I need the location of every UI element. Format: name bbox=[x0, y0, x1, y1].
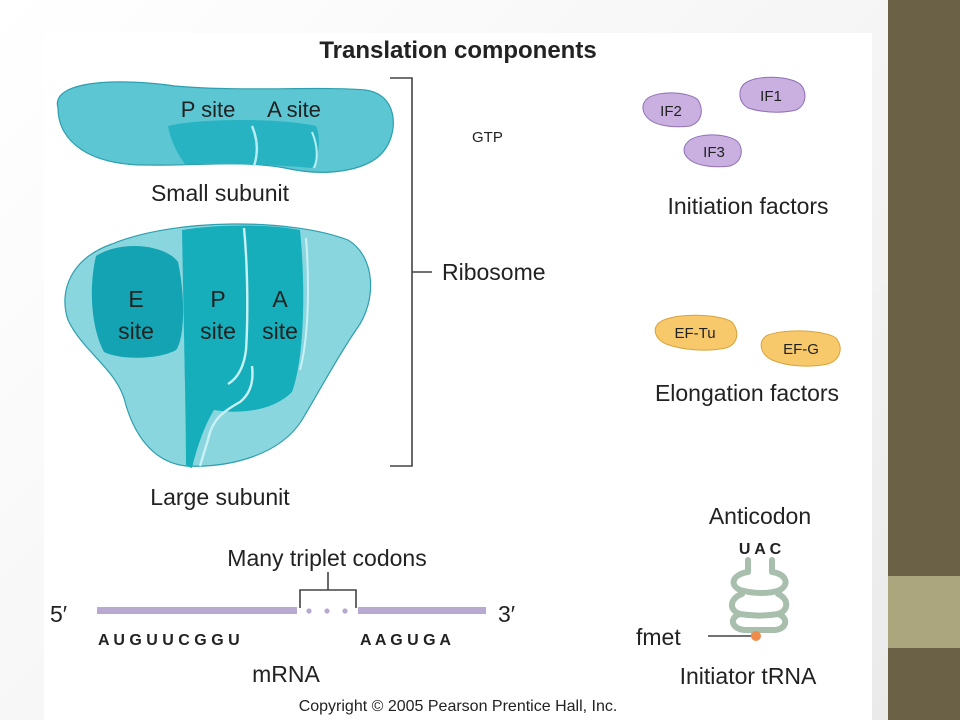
initiation-factors-group: IF1 IF2 IF3 Initiation factors bbox=[642, 76, 829, 219]
small-subunit-site-pocket bbox=[168, 120, 319, 168]
ef-tu-label: EF-Tu bbox=[674, 325, 715, 342]
large-subunit-label: Large subunit bbox=[150, 484, 290, 510]
ef-g-shape bbox=[760, 330, 841, 367]
sidebar-light-band bbox=[888, 576, 960, 648]
copyright-notice: Copyright © 2005 Pearson Prentice Hall, … bbox=[299, 698, 618, 715]
initiator-trna-group: Anticodon U A C fmet Initiator tRNA bbox=[636, 503, 817, 689]
trna-shape bbox=[729, 557, 790, 639]
ribosome-label: Ribosome bbox=[442, 259, 546, 285]
large-subunit-tunnel bbox=[198, 365, 254, 467]
initiator-trna-label: Initiator tRNA bbox=[680, 663, 817, 689]
small-subunit-label: Small subunit bbox=[151, 180, 290, 206]
small-subunit-site-edge bbox=[311, 131, 318, 169]
small-subunit-site-divider bbox=[250, 125, 258, 167]
diagram-title: Translation components bbox=[319, 37, 596, 64]
large-subunit-a-site-label-top: A bbox=[272, 286, 288, 312]
large-subunit-e-site-label-top: E bbox=[128, 286, 143, 312]
mrna-strand-left bbox=[97, 607, 297, 614]
three-prime-label: 3′ bbox=[498, 601, 515, 627]
elongation-factors-label: Elongation factors bbox=[655, 380, 839, 406]
large-subunit-a-site-label-bottom: site bbox=[262, 318, 298, 344]
ribosome-bracket: Ribosome bbox=[390, 77, 546, 467]
codons-label: Many triplet codons bbox=[227, 545, 426, 571]
large-subunit-p-channel bbox=[182, 225, 304, 468]
gtp-label: GTP bbox=[472, 129, 503, 146]
ef-tu-shape bbox=[654, 314, 738, 351]
ef-g-label: EF-G bbox=[783, 341, 819, 358]
mrna-left-sequence: A U G U U C G G U bbox=[98, 632, 240, 649]
small-subunit-p-site-label: P site bbox=[181, 97, 236, 122]
large-subunit-e-site-pocket bbox=[91, 245, 184, 358]
mrna-strand-right bbox=[358, 607, 486, 614]
initiation-factors-label: Initiation factors bbox=[667, 193, 828, 219]
if1-label: IF1 bbox=[760, 88, 782, 105]
anticodon-sequence: U A C bbox=[739, 541, 782, 558]
if1-shape bbox=[739, 76, 806, 113]
fmet-ball bbox=[751, 631, 761, 641]
mrna-gap-dot bbox=[324, 608, 330, 614]
slide-sidebar bbox=[888, 0, 960, 720]
codons-bracket bbox=[299, 572, 357, 608]
if2-label: IF2 bbox=[660, 103, 682, 120]
mrna-label: mRNA bbox=[252, 661, 320, 687]
small-subunit-a-site-label: A site bbox=[267, 97, 321, 122]
five-prime-label: 5′ bbox=[50, 601, 67, 627]
large-subunit-a-edge bbox=[299, 237, 309, 371]
ribosome-bracket-line bbox=[390, 77, 432, 467]
if3-label: IF3 bbox=[703, 144, 725, 161]
large-subunit: E site P site A site Large subunit bbox=[64, 223, 372, 510]
mrna-group: Many triplet codons 5′ 3′ A U G U U C G … bbox=[50, 545, 515, 687]
large-subunit-p-site-label-top: P bbox=[210, 286, 225, 312]
mrna-gap-dot bbox=[306, 608, 312, 614]
large-subunit-e-site-label-bottom: site bbox=[118, 318, 154, 344]
elongation-factors-group: EF-Tu EF-G Elongation factors bbox=[654, 314, 841, 406]
large-subunit-p-site-label-bottom: site bbox=[200, 318, 236, 344]
mrna-gap-dot bbox=[342, 608, 348, 614]
fmet-label: fmet bbox=[636, 624, 681, 650]
large-subunit-p-a-divider bbox=[227, 227, 249, 386]
if3-shape bbox=[683, 134, 742, 168]
if2-shape bbox=[642, 92, 702, 128]
small-subunit: P site A site Small subunit bbox=[56, 81, 394, 206]
anticodon-label: Anticodon bbox=[709, 503, 811, 529]
mrna-right-sequence: A A G U G A bbox=[360, 632, 451, 649]
